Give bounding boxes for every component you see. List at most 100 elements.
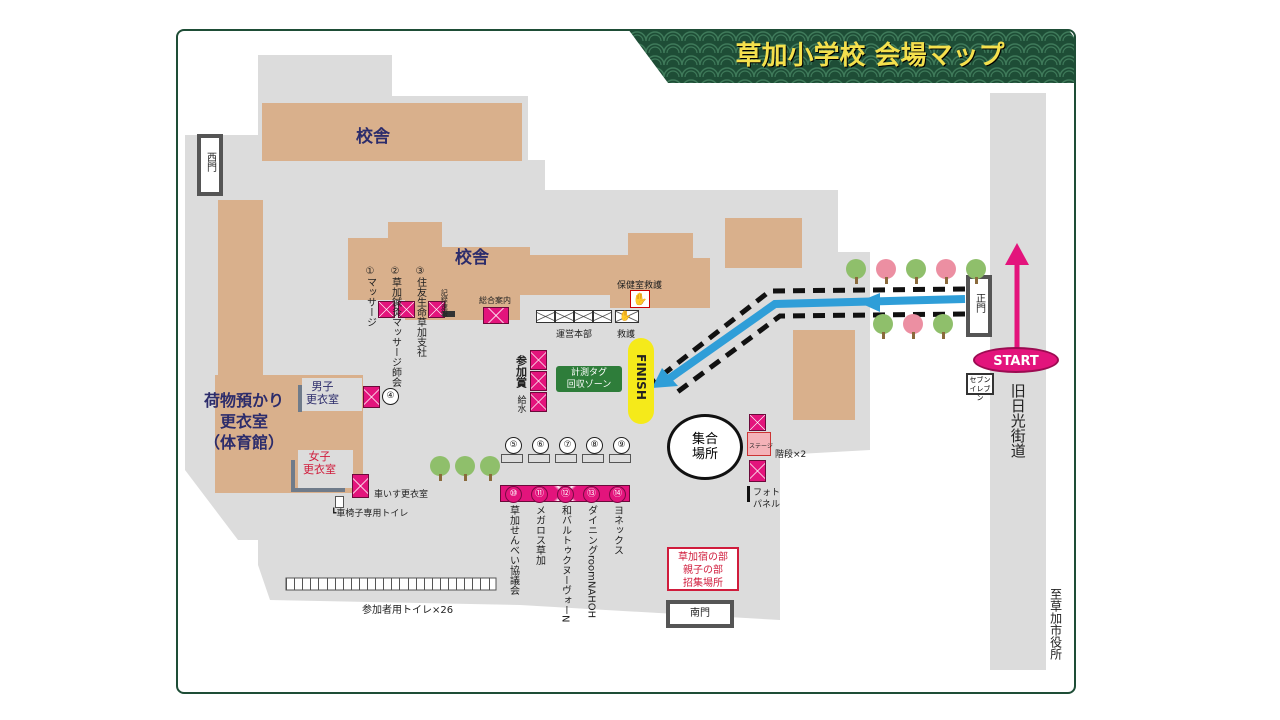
school-building-2-label: 校舎	[455, 248, 489, 268]
stage-label: ステージ	[749, 443, 773, 450]
record-booth	[443, 311, 455, 317]
wheelchair-locker-label: 車いす更衣室	[374, 490, 429, 500]
tree-icon	[903, 314, 923, 339]
title-banner	[628, 29, 1074, 83]
toilet-stall	[310, 578, 312, 590]
gym-label-line3: （体育館）	[203, 433, 284, 452]
toilet-stall	[439, 578, 441, 590]
school-building-1-label: 校舎	[356, 127, 390, 147]
firstaid-booth	[615, 310, 639, 323]
school-building-2	[348, 222, 710, 320]
participant-toilets-label: 参加者用トイレ×26	[362, 605, 454, 616]
gym-label-line2: 更衣室	[219, 412, 268, 431]
tree-icon	[933, 314, 953, 339]
booth-14-label: ヨネックス	[611, 505, 623, 555]
booth-1	[378, 301, 395, 318]
female-locker-room	[298, 450, 353, 488]
toilet-stall	[423, 578, 425, 590]
first-aid-hand-icon: ✋	[630, 290, 650, 308]
female-locker-line2: 更衣室	[303, 463, 336, 476]
tree-icon	[906, 259, 926, 284]
start-badge: START	[973, 347, 1059, 373]
toilet-stall	[318, 578, 320, 590]
start-arrow-head	[1005, 243, 1029, 265]
booth-5-number: ⑤	[505, 437, 522, 454]
gathering-line2: 場所	[691, 447, 718, 462]
recruit-line1: 草加宿の部	[678, 552, 728, 563]
tree-icon	[480, 456, 500, 481]
tag-zone-line2: 回収ゾーン	[566, 380, 612, 390]
toilet-stall	[464, 578, 466, 590]
recruit-line2: 親子の部	[683, 565, 723, 576]
photo-panel-line1: フォト	[753, 488, 781, 498]
booth-2	[398, 301, 415, 318]
wheelchair-toilet-icon	[335, 496, 344, 508]
tent-bench	[555, 454, 577, 463]
south-gate: 南門	[666, 600, 734, 628]
stage: ステージ	[747, 432, 773, 456]
booth-6-number: ⑥	[532, 437, 549, 454]
tree-icon	[846, 259, 866, 284]
female-locker-label: 女子 更衣室	[303, 450, 336, 476]
record-label: 記録速報	[440, 289, 449, 317]
recruit-box: 草加宿の部 親子の部 招集場所	[667, 547, 739, 591]
locker-walls	[291, 385, 345, 492]
toilet-stall	[456, 578, 458, 590]
toilet-stall	[383, 578, 385, 590]
water-label: 給水	[515, 395, 526, 413]
wheelchair-toilet-label: ┗車椅子専用トイレ	[331, 509, 409, 519]
toilet-stall	[334, 578, 336, 590]
tent-bench	[501, 454, 523, 463]
tree-icon	[876, 259, 896, 284]
booth-10-label: 草加せんべい協議会	[507, 505, 519, 595]
route-dashed-border	[650, 286, 966, 385]
gathering-line1: 集合	[691, 432, 718, 447]
route-dashed-border-2	[670, 311, 966, 399]
female-locker-line1: 女子	[308, 450, 331, 463]
west-gate: 西門	[197, 134, 223, 196]
side-building	[725, 218, 802, 268]
male-locker-line2: 更衣室	[306, 393, 339, 406]
west-building	[218, 200, 263, 375]
booth-9-number: ⑨	[613, 437, 630, 454]
toilet-stall	[415, 578, 417, 590]
toilet-stall	[391, 578, 393, 590]
gym-label: 荷物預かり 更衣室 （体育館）	[190, 390, 298, 453]
route-arrow-head-top	[858, 293, 880, 312]
tree-icon	[936, 259, 956, 284]
prize-label: 参加賞	[514, 355, 528, 388]
route-arrow	[667, 295, 966, 382]
toilet-stall	[302, 578, 304, 590]
booth-7-number: ⑦	[559, 437, 576, 454]
photo-panel-line2: パネル	[753, 500, 781, 510]
toilet-stall	[407, 578, 409, 590]
to-city-hall-label: 至草加市役所	[1048, 588, 1063, 660]
first-aid-small-icon: ✋	[619, 311, 632, 322]
wheelchair-locker-booth	[352, 474, 369, 498]
tree-icon	[873, 314, 893, 339]
prize-booth	[530, 392, 547, 412]
old-nikko-road	[990, 93, 1046, 670]
tag-collection-zone: 計測タグ 回収ゾーン	[556, 366, 622, 392]
hq-booth	[555, 310, 574, 323]
south-gate-label: 南門	[690, 608, 710, 619]
male-locker-label: 男子 更衣室	[306, 380, 339, 406]
hq-label: 運営本部	[556, 330, 593, 340]
booth-14-number: ⑭	[609, 486, 626, 503]
toilet-stall	[326, 578, 328, 590]
map-title: 草加小学校 会場マップ	[735, 41, 1005, 71]
hq-booth	[574, 310, 593, 323]
tent-bench	[582, 454, 604, 463]
prize-booth	[530, 350, 547, 370]
seven-eleven-line1: セブン	[969, 376, 991, 384]
tag-zone-line1: 計測タグ	[570, 368, 607, 378]
hq-booth	[593, 310, 612, 323]
gathering-place: 集合 場所	[667, 414, 743, 480]
stage-booth-bottom	[749, 460, 766, 482]
seven-eleven-line2: イレブン	[969, 385, 991, 402]
info-booth	[483, 307, 509, 324]
male-locker-room	[302, 378, 362, 411]
tree-icon	[455, 456, 475, 481]
toilet-stall	[367, 578, 368, 590]
booth-10-number: ⑩	[505, 486, 522, 503]
